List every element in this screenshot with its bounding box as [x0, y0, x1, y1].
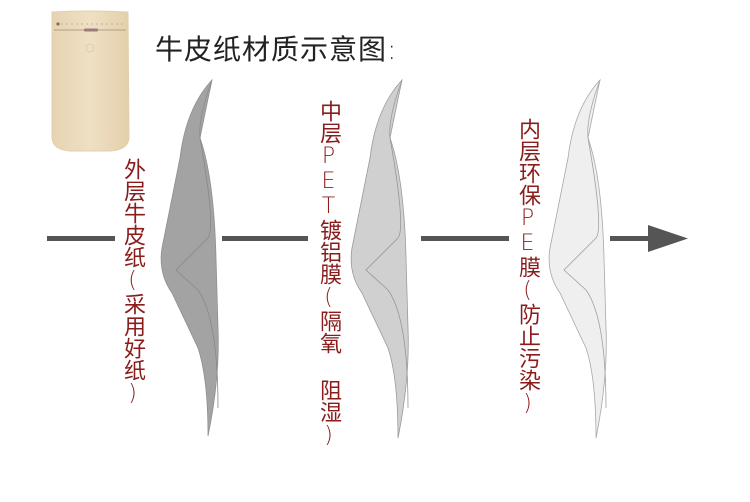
connector-line-2 [222, 236, 308, 241]
diagram-title: 牛皮纸材质示意图: [155, 33, 398, 66]
arrow-head-icon [648, 225, 688, 252]
connector-line-1 [47, 236, 115, 241]
layer-label-outer: 外层牛皮纸(采用好纸) [120, 158, 145, 406]
connector-line-3 [421, 236, 509, 241]
layer-label-middle: 中层PET镀铝膜(隔氧 阻湿) [316, 100, 341, 448]
layer-label-inner: 内层环保PE膜(防止污染) [515, 118, 540, 416]
layer-shape-outer [160, 78, 219, 437]
kraft-bag-image [50, 10, 130, 152]
layer-shape-middle [350, 78, 409, 439]
arrow-shaft [610, 236, 652, 241]
layer-shape-inner [548, 78, 607, 439]
